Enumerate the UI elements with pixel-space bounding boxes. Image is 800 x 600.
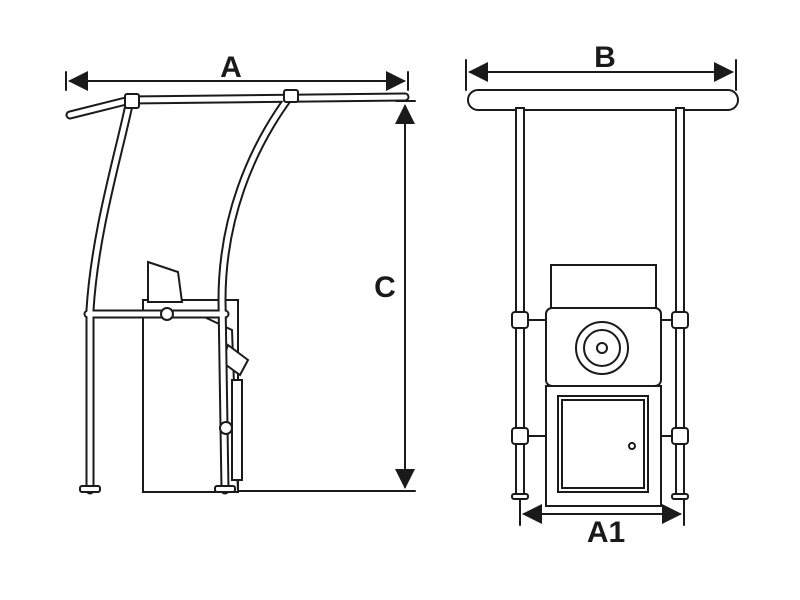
dimension-a1-arrow xyxy=(519,499,685,526)
label-a: A xyxy=(220,51,242,84)
console-front xyxy=(545,264,662,507)
console-side xyxy=(142,260,250,493)
windshield xyxy=(550,264,657,311)
side-frame-tubes xyxy=(65,89,410,495)
windshield xyxy=(147,260,184,303)
door-handle xyxy=(628,442,636,450)
label-c: C xyxy=(374,271,396,304)
dimension-b-arrow xyxy=(465,59,737,91)
side-view xyxy=(65,71,416,495)
canopy-top xyxy=(467,89,739,111)
front-view xyxy=(465,59,739,526)
dimension-a-arrow xyxy=(65,71,409,91)
label-b: B xyxy=(594,41,616,74)
label-a1: A1 xyxy=(586,516,626,549)
